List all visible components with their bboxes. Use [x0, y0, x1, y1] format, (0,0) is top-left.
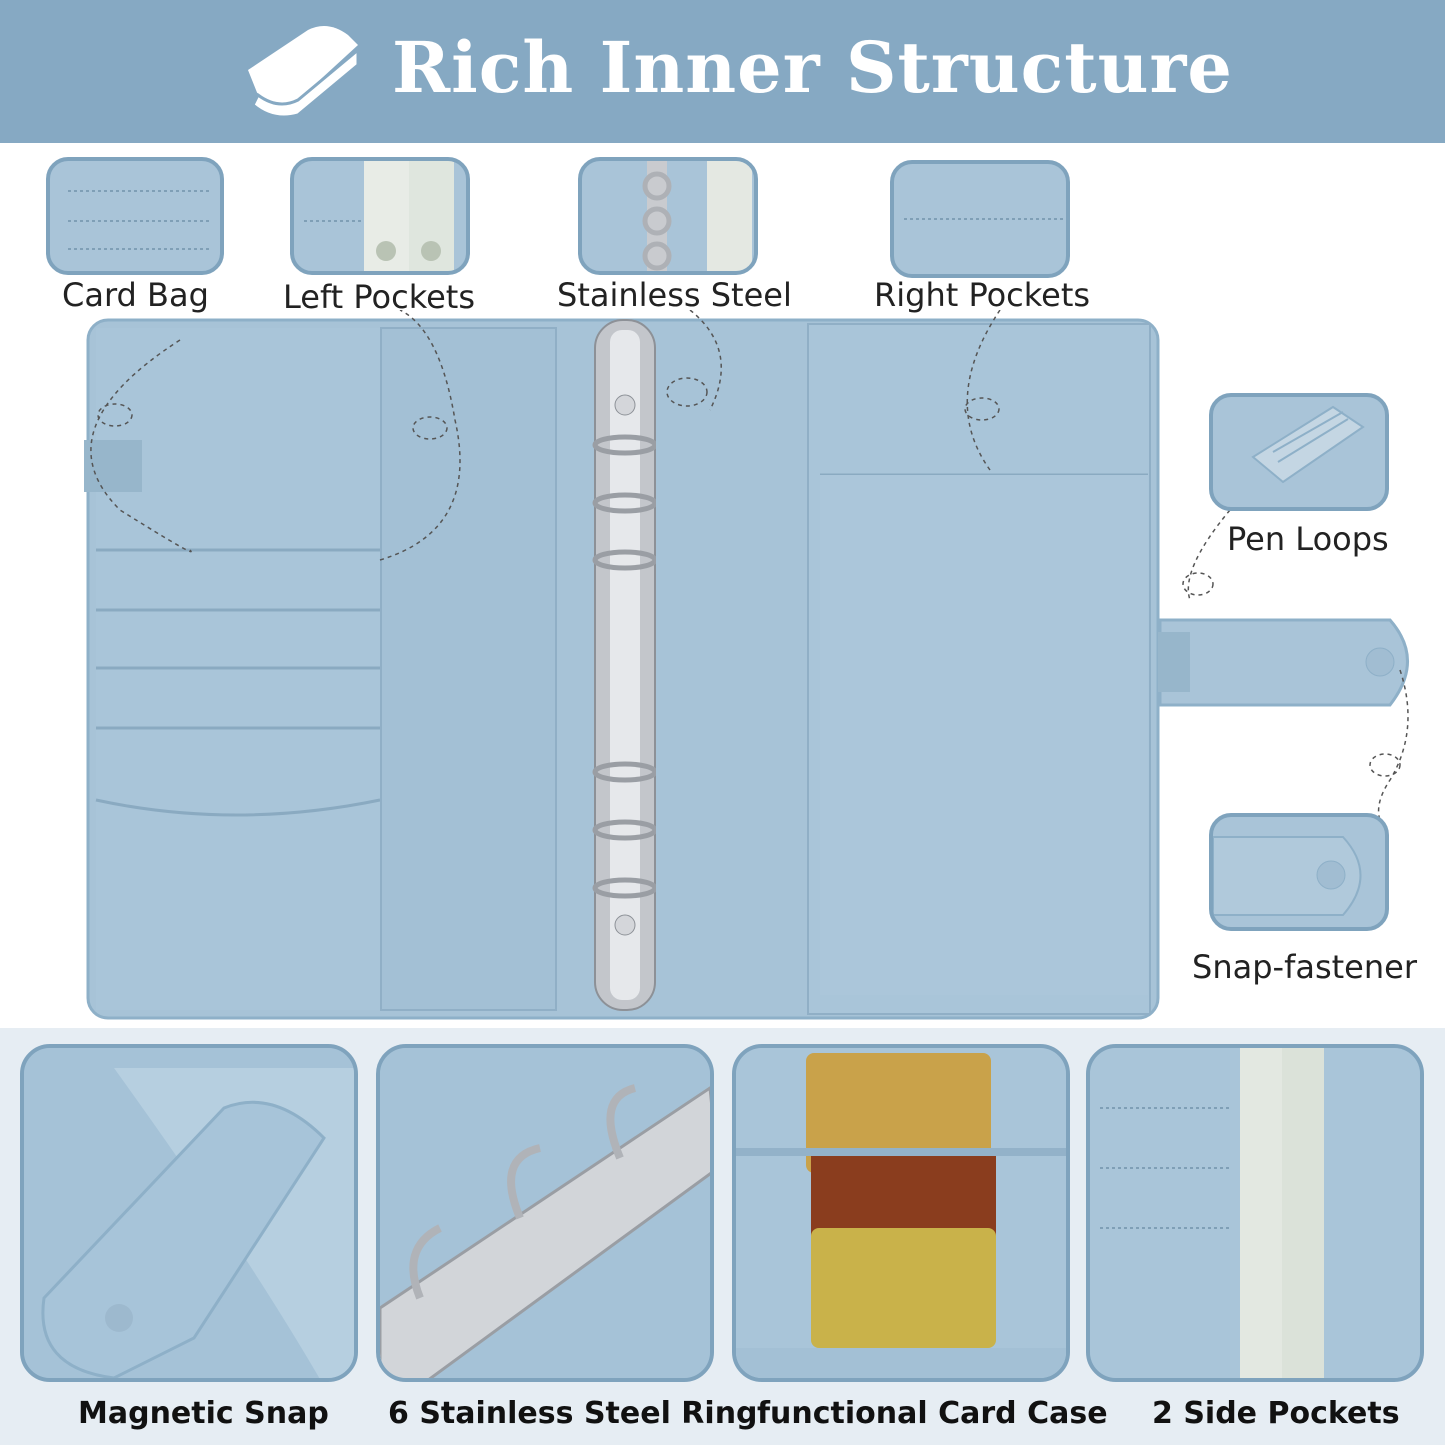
book-icon [248, 26, 360, 119]
open-binder-illustration [84, 310, 1409, 1020]
pen-loops-thumbnail [1209, 393, 1389, 511]
stainless-ring-photo [376, 1044, 714, 1382]
magnetic-snap-photo [20, 1044, 358, 1382]
right-pockets-label: Right Pockets [874, 276, 1091, 314]
magnetic-snap-label: Magnetic Snap [78, 1396, 329, 1431]
snap-fastener-thumbnail [1209, 813, 1389, 931]
side-pockets-label: 2 Side Pockets [1152, 1396, 1400, 1431]
side-pockets-photo [1086, 1044, 1424, 1382]
left-pockets-label: Left Pockets [283, 278, 475, 316]
page-title: Rich Inner Structure [392, 26, 1233, 109]
snap-fastener-label: Snap-fastener [1192, 948, 1417, 986]
right-pockets-thumbnail [890, 160, 1070, 278]
card-case-photo [732, 1044, 1070, 1382]
header-banner: Rich Inner Structure [0, 0, 1445, 143]
pen-loops-label: Pen Loops [1227, 520, 1389, 558]
stainless-steel-label: Stainless Steel [557, 276, 792, 314]
card-bag-label: Card Bag [62, 276, 209, 314]
stainless-ring-label: 6 Stainless Steel Ring [388, 1396, 758, 1431]
stainless-steel-thumbnail [578, 157, 758, 275]
card-bag-thumbnail [46, 157, 224, 275]
left-pockets-thumbnail [290, 157, 470, 275]
card-case-label: functional Card Case [757, 1396, 1108, 1431]
